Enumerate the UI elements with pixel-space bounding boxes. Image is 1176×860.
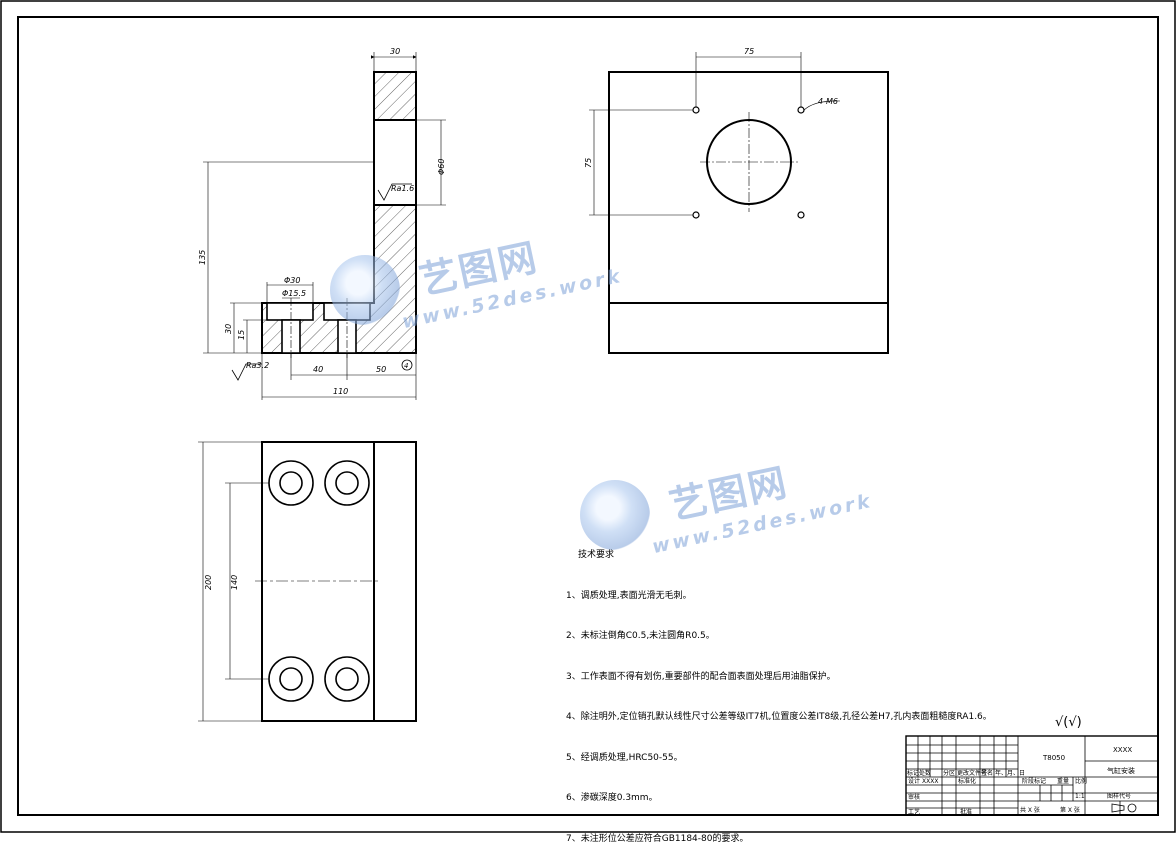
top-view	[198, 441, 417, 722]
dim-hole-pitch: 140	[230, 575, 239, 590]
tech-req-item-5: 5、经调质处理,HRC50-55。	[566, 752, 683, 763]
tech-req-item-7: 7、未注形位公差应符合GB1184-80的要求。	[566, 833, 749, 844]
title-block	[905, 735, 1159, 816]
tech-req-item-1: 1、调质处理,表面光滑无毛刺。	[566, 590, 692, 601]
dim-width-total: 110	[333, 387, 348, 396]
tb-rev-h2: 分区	[943, 769, 955, 777]
side-view	[589, 52, 889, 354]
front-view	[203, 52, 446, 400]
tech-req-item-2: 2、未标注倒角C0.5,未注圆角R0.5。	[566, 631, 715, 641]
top-view-dims: 200 140	[204, 575, 239, 590]
tb-material: T8050	[1042, 754, 1065, 762]
tb-designer-label: 设计	[908, 777, 920, 785]
tb-rev-h5: 年、月、日	[995, 769, 1025, 777]
tb-rev-h0: 标记	[907, 769, 919, 777]
general-roughness: √(√)	[1055, 715, 1082, 730]
tb-weight-label: 重量	[1057, 777, 1069, 785]
tb-rev-h4: 签名	[981, 769, 993, 777]
inner-border	[17, 16, 1159, 816]
tb-review-label: 审核	[908, 793, 920, 801]
dim-span-40: 40	[313, 365, 323, 374]
tb-rev-h1: 处数	[919, 769, 931, 777]
tech-req-item-3: 3、工作表面不得有划伤,重要部件的配合面表面处理后用油脂保护。	[566, 671, 836, 682]
tb-stage-mark-label: 阶段标记	[1022, 777, 1046, 785]
dim-span-50: 50	[376, 365, 386, 374]
dim-hole-spacing-v: 75	[584, 158, 593, 168]
tb-drawing-no-label: 图样代号	[1107, 792, 1131, 800]
dim-top-width: 30	[390, 47, 400, 56]
tb-sheet-no: 第 X 张	[1060, 806, 1080, 814]
tech-req-item-6: 6、渗碳深度0.3mm。	[566, 793, 658, 803]
balloon-number: 4	[404, 362, 408, 370]
tb-scale: 1:1	[1075, 793, 1085, 800]
tb-approve-label: 批准	[960, 808, 972, 816]
technical-requirements: 技术要求 1、调质处理,表面光滑无毛刺。 2、未标注倒角C0.5,未注圆角R0.…	[566, 522, 992, 860]
tb-part-name: 气缸安装	[1107, 766, 1135, 775]
drawing-sheet: 30 Φ60 Ra1.6 135 Φ30 Φ15.5 30 15 Ra3.2 4…	[0, 0, 1176, 833]
dim-thread-callout: 4-M6	[818, 97, 838, 106]
dim-base-height: 30	[224, 324, 233, 334]
tb-sheets-total: 共 X 张	[1020, 806, 1040, 814]
tb-standardize-label: 标准化	[958, 777, 976, 785]
tb-scale-label: 比例	[1075, 777, 1087, 785]
dim-height-total: 135	[198, 250, 207, 265]
dim-bore: Φ60	[437, 159, 446, 175]
front-view-dims: 30 Φ60 Ra1.6 135 Φ30 Φ15.5 30 15 Ra3.2 4…	[198, 47, 446, 396]
dim-counterbore: Φ30	[284, 276, 300, 285]
side-view-dims: 75 75 4-M6	[584, 47, 838, 168]
tb-rev-h3: 更改文件号	[957, 769, 987, 777]
dim-roughness-bore: Ra1.6	[391, 184, 414, 193]
dim-hole-spacing-h: 75	[744, 47, 754, 56]
title-block-text: T8050 XXXX 气缸安装 图样代号 阶段标记 重量 比例 1:1 设计 X…	[907, 746, 1135, 816]
tb-designer: XXXX	[922, 778, 938, 785]
outer-border	[0, 0, 1176, 833]
dim-hole: Φ15.5	[282, 289, 306, 298]
dim-length-total: 200	[204, 575, 213, 590]
dim-cb-depth: 15	[237, 330, 246, 340]
tech-req-item-4: 4、除注明外,定位销孔默认线性尺寸公差等级IT7机,位置度公差IT8级,孔径公差…	[566, 712, 992, 722]
tb-process-label: 工艺	[908, 808, 920, 816]
tb-company: XXXX	[1113, 746, 1132, 754]
tech-req-title: 技术要求	[578, 550, 615, 560]
dim-roughness-base: Ra3.2	[246, 361, 269, 370]
